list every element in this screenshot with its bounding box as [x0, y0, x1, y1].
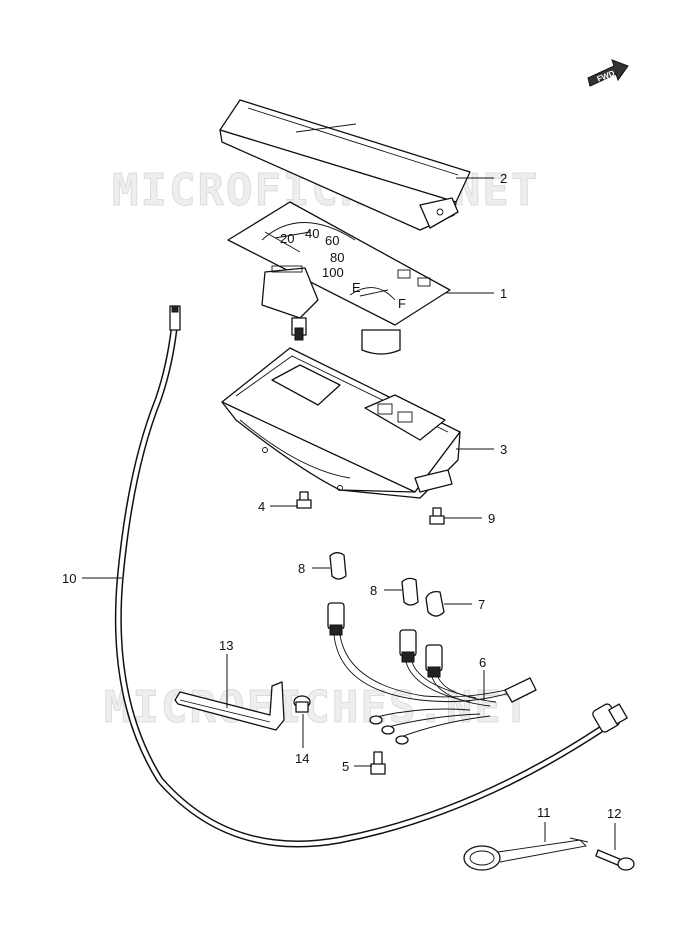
part-4-screw — [296, 491, 312, 509]
callout-11: 11 — [537, 805, 551, 820]
fwd-arrow-icon: FWD — [587, 59, 629, 87]
gauge-mark-20: 20 — [280, 231, 294, 246]
part-6-wiring-harness — [327, 602, 537, 745]
part-11-strap — [463, 837, 589, 871]
part-2-lens-cover — [219, 99, 471, 231]
callout-2: 2 — [500, 171, 507, 186]
part-3-lower-case — [221, 347, 461, 499]
part-5-screw — [370, 751, 386, 775]
gauge-mark-e: E — [352, 280, 361, 295]
part-8-socket-upper — [329, 552, 347, 580]
gauge-mark-f: F — [398, 296, 406, 311]
fwd-label: FWD — [596, 69, 616, 84]
part-1-meter-assembly: 20 40 60 80 100 E F — [227, 201, 451, 355]
leader-lines — [82, 177, 616, 850]
part-9-screw — [429, 507, 445, 525]
callout-10: 10 — [62, 571, 76, 586]
gauge-mark-60: 60 — [325, 233, 339, 248]
gauge-mark-80: 80 — [330, 250, 344, 265]
part-10-speedometer-cable — [114, 305, 628, 848]
callout-6: 6 — [479, 655, 486, 670]
callout-9: 9 — [488, 511, 495, 526]
part-13-bracket — [174, 681, 285, 731]
callout-12: 12 — [607, 806, 621, 821]
callout-13: 13 — [219, 638, 233, 653]
part-12-screw — [595, 849, 635, 871]
part-14-screw — [293, 695, 311, 713]
gauge-mark-40: 40 — [305, 226, 319, 241]
callout-8-lower: 8 — [370, 583, 377, 598]
gauge-mark-100: 100 — [322, 265, 344, 280]
part-8-socket-lower — [401, 577, 419, 606]
callout-8-upper: 8 — [298, 561, 305, 576]
watermark-bottom: MICROFICHES.NET — [104, 682, 531, 733]
callout-5: 5 — [342, 759, 349, 774]
callout-1: 1 — [500, 286, 507, 301]
callout-14: 14 — [295, 751, 309, 766]
callout-7: 7 — [478, 597, 485, 612]
callout-4: 4 — [258, 499, 265, 514]
part-7-socket — [425, 590, 445, 617]
callout-3: 3 — [500, 442, 507, 457]
